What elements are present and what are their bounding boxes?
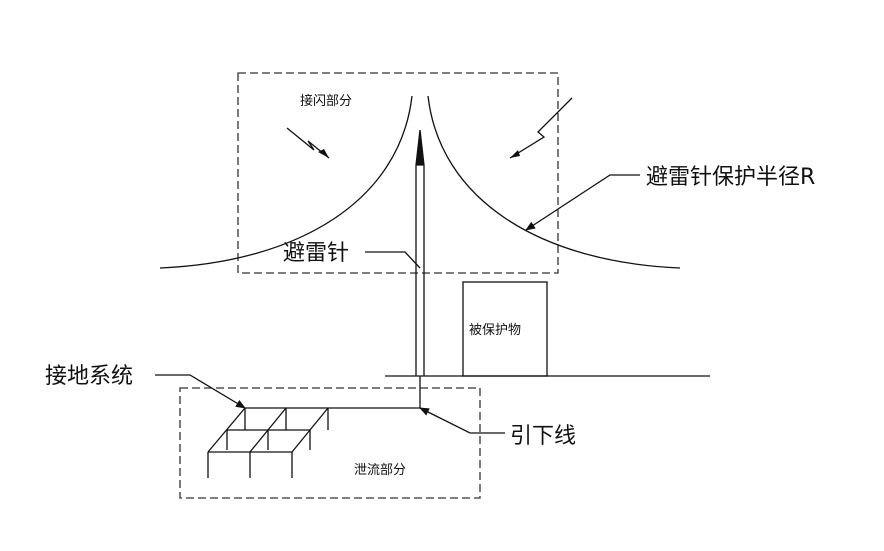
lightning-rod-leader (365, 251, 421, 269)
down-conductor-label: 引下线 (510, 424, 576, 449)
grounding-system-label: 接地系统 (45, 364, 133, 389)
lightning-bolt-icon (509, 97, 573, 159)
grounding-grid (207, 407, 329, 478)
air-terminal-zone-box (237, 72, 559, 274)
air-terminal-zone-label: 接闪部分 (300, 93, 352, 109)
lightning-rod-label: 避雷针 (283, 241, 349, 266)
lightning-bolt-icon (286, 127, 330, 159)
down-conductor (245, 376, 421, 409)
down-conductor-leader (419, 407, 505, 434)
protection-arc-left (159, 95, 413, 269)
protection-radius-leader (525, 174, 640, 231)
grounding-system-leader (155, 374, 246, 409)
protected-object-label: 被保护物 (469, 323, 521, 338)
lightning-rod (415, 129, 425, 376)
discharge-zone-box (179, 387, 481, 499)
protected-object-box (462, 281, 548, 377)
protection-radius-label: 避雷针保护半径R (646, 165, 815, 190)
protection-arc-right (427, 95, 681, 269)
discharge-zone-label: 泄流部分 (354, 463, 406, 478)
